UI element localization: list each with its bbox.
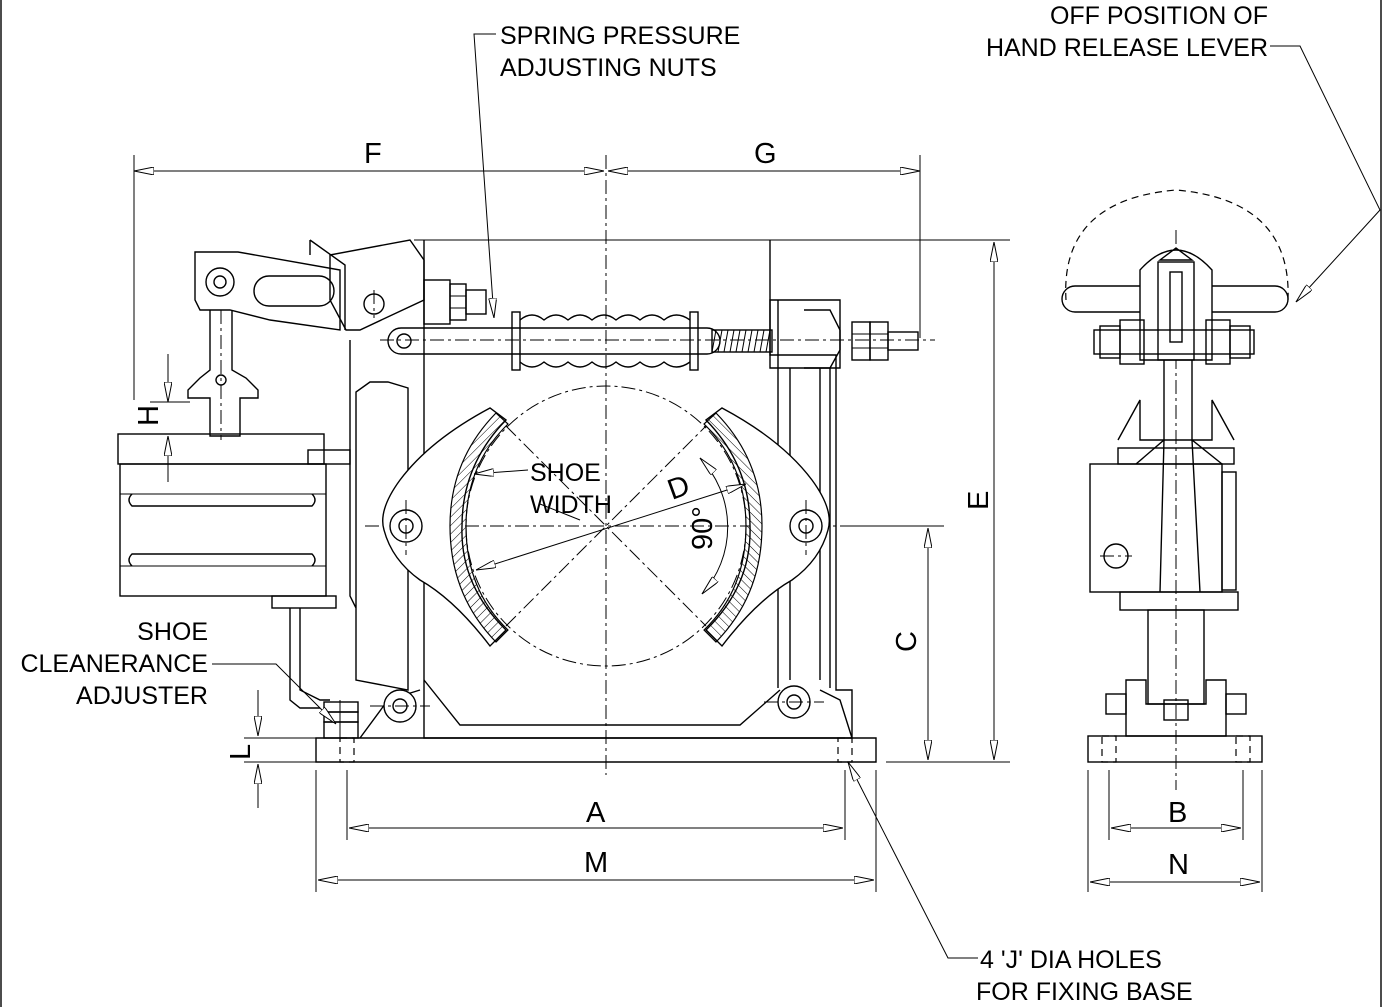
leaders bbox=[212, 33, 1381, 959]
labels: SPRING PRESSURE ADJUSTING NUTS OFF POSIT… bbox=[20, 2, 1268, 1006]
dim-A: A bbox=[586, 797, 606, 829]
diag-centerline-2 bbox=[505, 425, 707, 627]
shoe-clearance-line3: ADJUSTER bbox=[76, 682, 208, 710]
hand-release-lever bbox=[187, 251, 341, 440]
dim-C: C bbox=[891, 631, 923, 652]
spring-callout-line2: ADJUSTING NUTS bbox=[500, 54, 717, 82]
lever-plate bbox=[309, 239, 346, 330]
rod-pin bbox=[396, 333, 412, 349]
off-callout-line1: OFF POSITION OF bbox=[1050, 2, 1268, 30]
right-arm-top bbox=[769, 299, 841, 369]
shoe-clearance-line1: SHOE bbox=[137, 618, 208, 646]
diag-centerline-1 bbox=[505, 425, 707, 627]
dim-D: D bbox=[663, 469, 694, 506]
frame-bottom-web bbox=[423, 679, 781, 726]
dim-H: H bbox=[133, 405, 165, 426]
dim-G: G bbox=[754, 138, 777, 170]
side-crossbar bbox=[1093, 329, 1255, 355]
spring-coils bbox=[511, 311, 699, 371]
side-dimensions bbox=[1087, 770, 1263, 892]
adjusting-nuts bbox=[851, 321, 919, 361]
off-callout-line2: HAND RELEASE LEVER bbox=[986, 34, 1268, 62]
side-view bbox=[1061, 189, 1289, 790]
dimension-D-line bbox=[476, 484, 746, 570]
side-base bbox=[1087, 735, 1263, 763]
spring-rod bbox=[387, 327, 721, 355]
dim-E: E bbox=[963, 491, 995, 510]
dim-L: L bbox=[225, 744, 257, 760]
threaded-rod bbox=[711, 329, 773, 353]
side-head bbox=[1139, 249, 1213, 361]
off-position-arc bbox=[1065, 189, 1289, 301]
left-shoe bbox=[382, 407, 509, 648]
shoe-width-line1: SHOE bbox=[530, 459, 601, 487]
right-shoe bbox=[703, 407, 830, 648]
base-plate bbox=[315, 737, 877, 763]
front-dimensions bbox=[133, 155, 1010, 892]
dim-N: N bbox=[1168, 849, 1189, 881]
dim-F: F bbox=[364, 138, 382, 170]
holes-line1: 4 'J' DIA HOLES bbox=[980, 946, 1162, 974]
base-hole-left bbox=[339, 737, 355, 763]
lever-bracket bbox=[329, 239, 425, 331]
base-hole-right bbox=[837, 737, 853, 763]
side-magnet bbox=[1089, 463, 1223, 593]
dim-angle: 90° bbox=[687, 506, 719, 550]
spring-callout-line1: SPRING PRESSURE bbox=[500, 22, 740, 50]
front-view bbox=[117, 155, 935, 775]
dim-M: M bbox=[584, 847, 608, 879]
shoe-width-line2: WIDTH bbox=[530, 491, 612, 519]
top-nut bbox=[423, 279, 487, 325]
dim-B: B bbox=[1168, 797, 1187, 829]
magnet-unit bbox=[117, 433, 351, 709]
shoe-clearance-adjuster bbox=[323, 700, 359, 739]
shoe-clearance-line2: CLEANERANCE bbox=[20, 650, 208, 678]
holes-line2: FOR FIXING BASE bbox=[976, 978, 1193, 1006]
